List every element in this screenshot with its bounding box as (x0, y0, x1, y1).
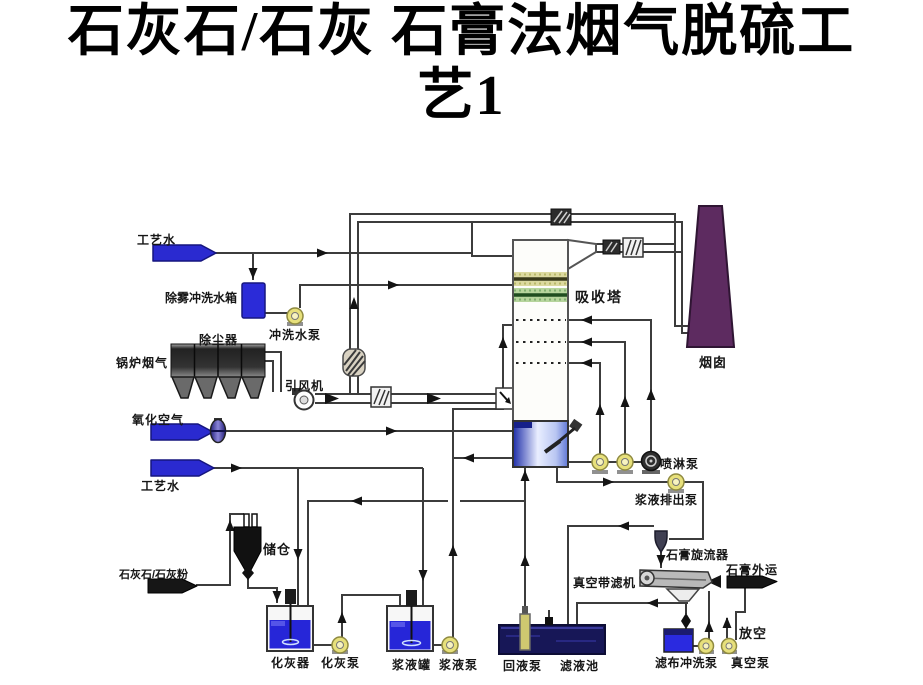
label-vacuum-pump: 真空泵 (731, 656, 771, 670)
vacuum-pump (720, 637, 738, 655)
filtrate-pool (498, 617, 606, 655)
demister-flush-water-tank (241, 282, 266, 319)
label-vacuum-belt-filter: 真空带滤机 (573, 576, 636, 590)
outlet-bar-damper (602, 239, 621, 255)
bypass-damper (550, 208, 572, 226)
lime-slaker-tank (266, 589, 314, 652)
label-silo: 储仓 (263, 542, 292, 557)
label-process-water-bottom: 工艺水 (141, 479, 181, 493)
powder-silo (233, 513, 262, 580)
dust-collector (170, 343, 266, 399)
label-gypsum-cyclone: 石膏旋流器 (666, 548, 729, 562)
absorber-inlet-box (495, 387, 515, 410)
label-filter-cloth-flush-pump: 滤布冲洗泵 (655, 656, 718, 670)
spray-pumps (591, 450, 662, 474)
outlet-hatched-damper (622, 237, 644, 258)
label-lime-slaker-pump: 化灰泵 (321, 656, 361, 670)
slurry-tank (386, 590, 434, 652)
label-slurry-discharge-pump: 浆液排出泵 (635, 493, 698, 507)
gypsum-out-marker (726, 575, 778, 589)
absorber-tower (512, 238, 597, 468)
flush-water-pump (286, 307, 304, 326)
flow-arrows (225, 248, 732, 632)
vacuum-belt-filter (639, 569, 713, 602)
slurry-discharge-pump (667, 473, 685, 493)
label-oxidation-air: 氧化空气 (132, 413, 185, 427)
gas-ducts (265, 213, 689, 404)
return-liquid-pump (519, 606, 531, 651)
label-limestone-powder: 石灰石/石灰粉 (119, 569, 189, 581)
process-water-bottom-marker (150, 459, 215, 477)
limestone-powder-marker (147, 578, 198, 594)
label-process-water-top: 工艺水 (137, 233, 177, 247)
oxidation-blower (209, 418, 227, 444)
slurry-pump (441, 636, 459, 654)
label-demister-flush-tank: 除雾冲洗水箱 (165, 291, 238, 305)
chimney (685, 205, 736, 348)
id-fan (292, 388, 315, 411)
label-flush-water-pump: 冲洗水泵 (269, 328, 322, 342)
oxidation-air-marker (150, 423, 214, 441)
gypsum-cyclone (654, 530, 668, 554)
label-filtrate-pool: 滤液池 (560, 659, 600, 673)
filter-cloth-wash-tank (663, 628, 694, 653)
page-title-line1: 石灰石/石灰 石膏法烟气脱硫工 (67, 1, 856, 63)
inlet-duct-damper (370, 386, 392, 408)
heat-exchanger-coil (342, 348, 366, 377)
label-slurry-tank: 浆液罐 (392, 658, 432, 672)
label-vent: 放空 (739, 626, 768, 641)
label-absorber-tower: 吸收塔 (575, 289, 623, 305)
lime-slaker-pump (331, 636, 349, 654)
page-title: 石灰石/石灰 石膏法烟气脱硫工 艺1 (0, 0, 923, 128)
label-lime-slaker: 化灰器 (271, 656, 311, 670)
label-id-fan: 引风机 (285, 379, 325, 393)
label-return-liquid-pump: 回液泵 (503, 659, 543, 673)
label-chimney: 烟囱 (699, 355, 728, 370)
filtrate-trap-valve (681, 613, 691, 629)
label-spray-pump: 喷淋泵 (660, 457, 700, 471)
page-title-line2: 艺1 (417, 65, 506, 127)
filter-cloth-flush-pump (697, 637, 715, 655)
label-slurry-pump: 浆液泵 (439, 658, 479, 672)
label-dust-collector: 除尘器 (199, 333, 239, 347)
process-water-top-marker (152, 244, 217, 262)
label-gypsum-transport: 石膏外运 (726, 563, 779, 577)
label-boiler-flue-gas: 锅炉烟气 (116, 356, 169, 370)
